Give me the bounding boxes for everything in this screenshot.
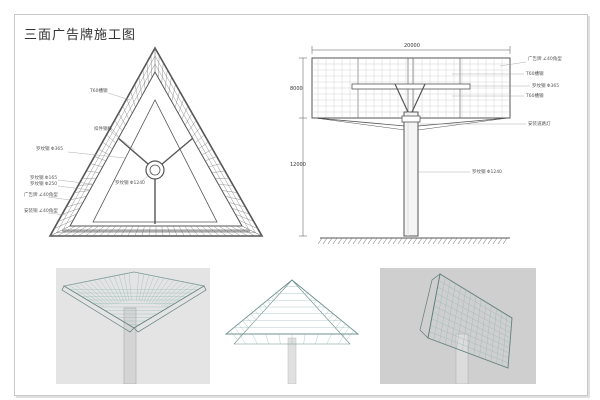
ground-hatch <box>317 237 508 245</box>
pole-collar <box>401 115 421 123</box>
label-r-channel-steel-1: T60槽钢 <box>525 70 544 77</box>
label-r-billboard-angle: 广告牌 ∠40角型 <box>528 55 562 62</box>
inner-frame <box>69 70 243 227</box>
left-leaders <box>47 92 153 216</box>
label-r-channel-steel-2: T60槽钢 <box>525 92 544 99</box>
label-rebar-165: 罗纹钢 Φ165 <box>30 174 57 181</box>
triangle-plan-view <box>48 46 264 237</box>
dim-upper-label: 8000 <box>290 86 303 92</box>
dim-lower-label: 12000 <box>290 162 306 168</box>
label-mount-angle: 安装铜 ∠40角型 <box>24 207 58 214</box>
label-billboard-angle: 广告牌 ∠40角型 <box>24 191 58 198</box>
elevation-view <box>299 46 511 245</box>
label-rebar-365: 罗纹钢 Φ365 <box>36 145 63 152</box>
render-view-2 <box>218 268 372 384</box>
render-view-1 <box>56 268 210 384</box>
cross-arm <box>351 83 471 90</box>
page-title: 三面广告牌施工图 <box>24 28 137 43</box>
dim-width-label: 20000 <box>404 43 420 49</box>
right-panel-grid <box>154 48 263 237</box>
label-r-rebar-1240: 罗纹钢 Φ1240 <box>472 168 502 175</box>
render-view-3 <box>380 268 536 384</box>
outer-frame <box>48 46 264 237</box>
right-leaders <box>418 61 530 173</box>
label-r-street-lamp: 安装道路灯 <box>528 120 551 127</box>
support-pole <box>403 111 419 237</box>
label-rebar-1240: 罗纹钢 Φ1240 <box>115 179 145 186</box>
center-hub <box>145 160 165 180</box>
label-clamp-plate: 扣件钢板 <box>94 125 112 132</box>
left-panel-grid <box>49 48 156 237</box>
label-r-rebar-365: 罗纹钢 Φ365 <box>532 82 559 89</box>
label-channel-steel: T60槽钢 <box>89 87 108 94</box>
center-hub-inner <box>149 164 161 176</box>
label-rebar-250: 罗纹钢 Φ250 <box>30 180 57 187</box>
